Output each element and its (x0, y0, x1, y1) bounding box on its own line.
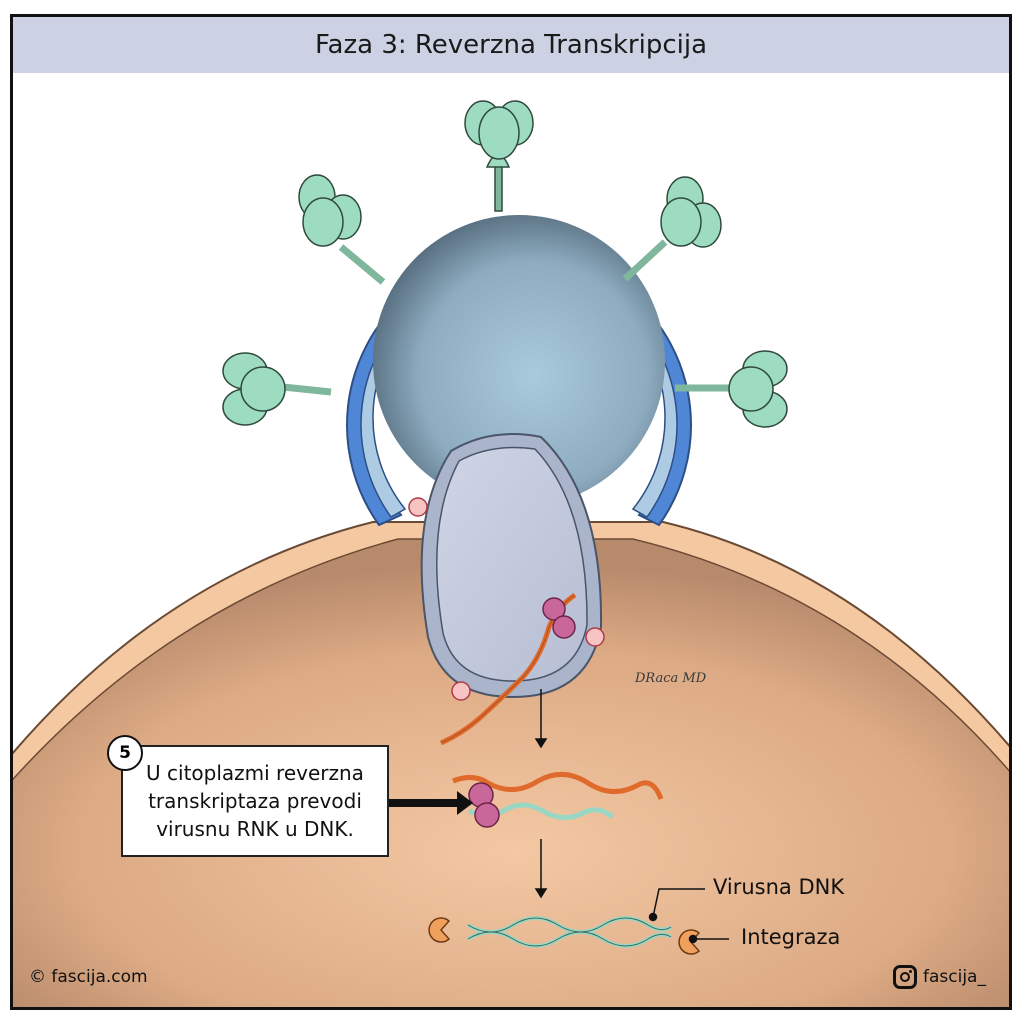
glycoprotein-left-lower (222, 352, 332, 426)
process-arrows (534, 689, 548, 899)
glycoprotein-left-upper (298, 174, 386, 285)
viral-capsid (408, 433, 605, 746)
integrase-left (428, 917, 451, 943)
glycoprotein-spikes (222, 100, 788, 428)
figure-title: Faza 3: Reverzna Transkripcija (314, 30, 708, 60)
diagram-scene: DRaca MD (13, 100, 1009, 1007)
virus-particle (222, 100, 788, 527)
instagram-handle: fascija_ (923, 967, 986, 987)
callout-pointer-arrow (389, 791, 473, 815)
rna-strand (452, 772, 664, 800)
reverse-transcriptase (468, 782, 500, 828)
step-number-badge: 5 (107, 735, 143, 771)
glycoprotein-top (464, 100, 534, 212)
integrase-molecules (428, 917, 701, 955)
label-leaders (648, 888, 729, 944)
glycoprotein-right-upper (622, 176, 722, 282)
glycoprotein-right-lower (675, 350, 788, 428)
reverse-transcription-strands (389, 772, 664, 828)
instagram-icon (893, 965, 917, 989)
copyright-text: © fascija.com (29, 967, 148, 987)
viral-dna-helix (466, 916, 673, 948)
step-callout: U citoplazmi reverzna transkriptaza prev… (121, 745, 389, 857)
figure-frame: Faza 3: Reverzna Transkripcija (10, 14, 1012, 1010)
viral-dna-label: Virusna DNK (713, 875, 845, 899)
integrase-label: Integraza (741, 925, 841, 949)
cytoplasm (13, 538, 1009, 1007)
capsid-integrase-markers (408, 497, 605, 701)
reverse-transcriptase-capsid (542, 597, 576, 639)
viral-interior (373, 215, 665, 507)
step-number: 5 (119, 743, 131, 763)
host-cell (13, 521, 1009, 1007)
step-description: U citoplazmi reverzna transkriptaza prev… (146, 761, 364, 841)
title-bar: Faza 3: Reverzna Transkripcija (13, 17, 1009, 73)
artist-signature: DRaca MD (634, 671, 707, 686)
